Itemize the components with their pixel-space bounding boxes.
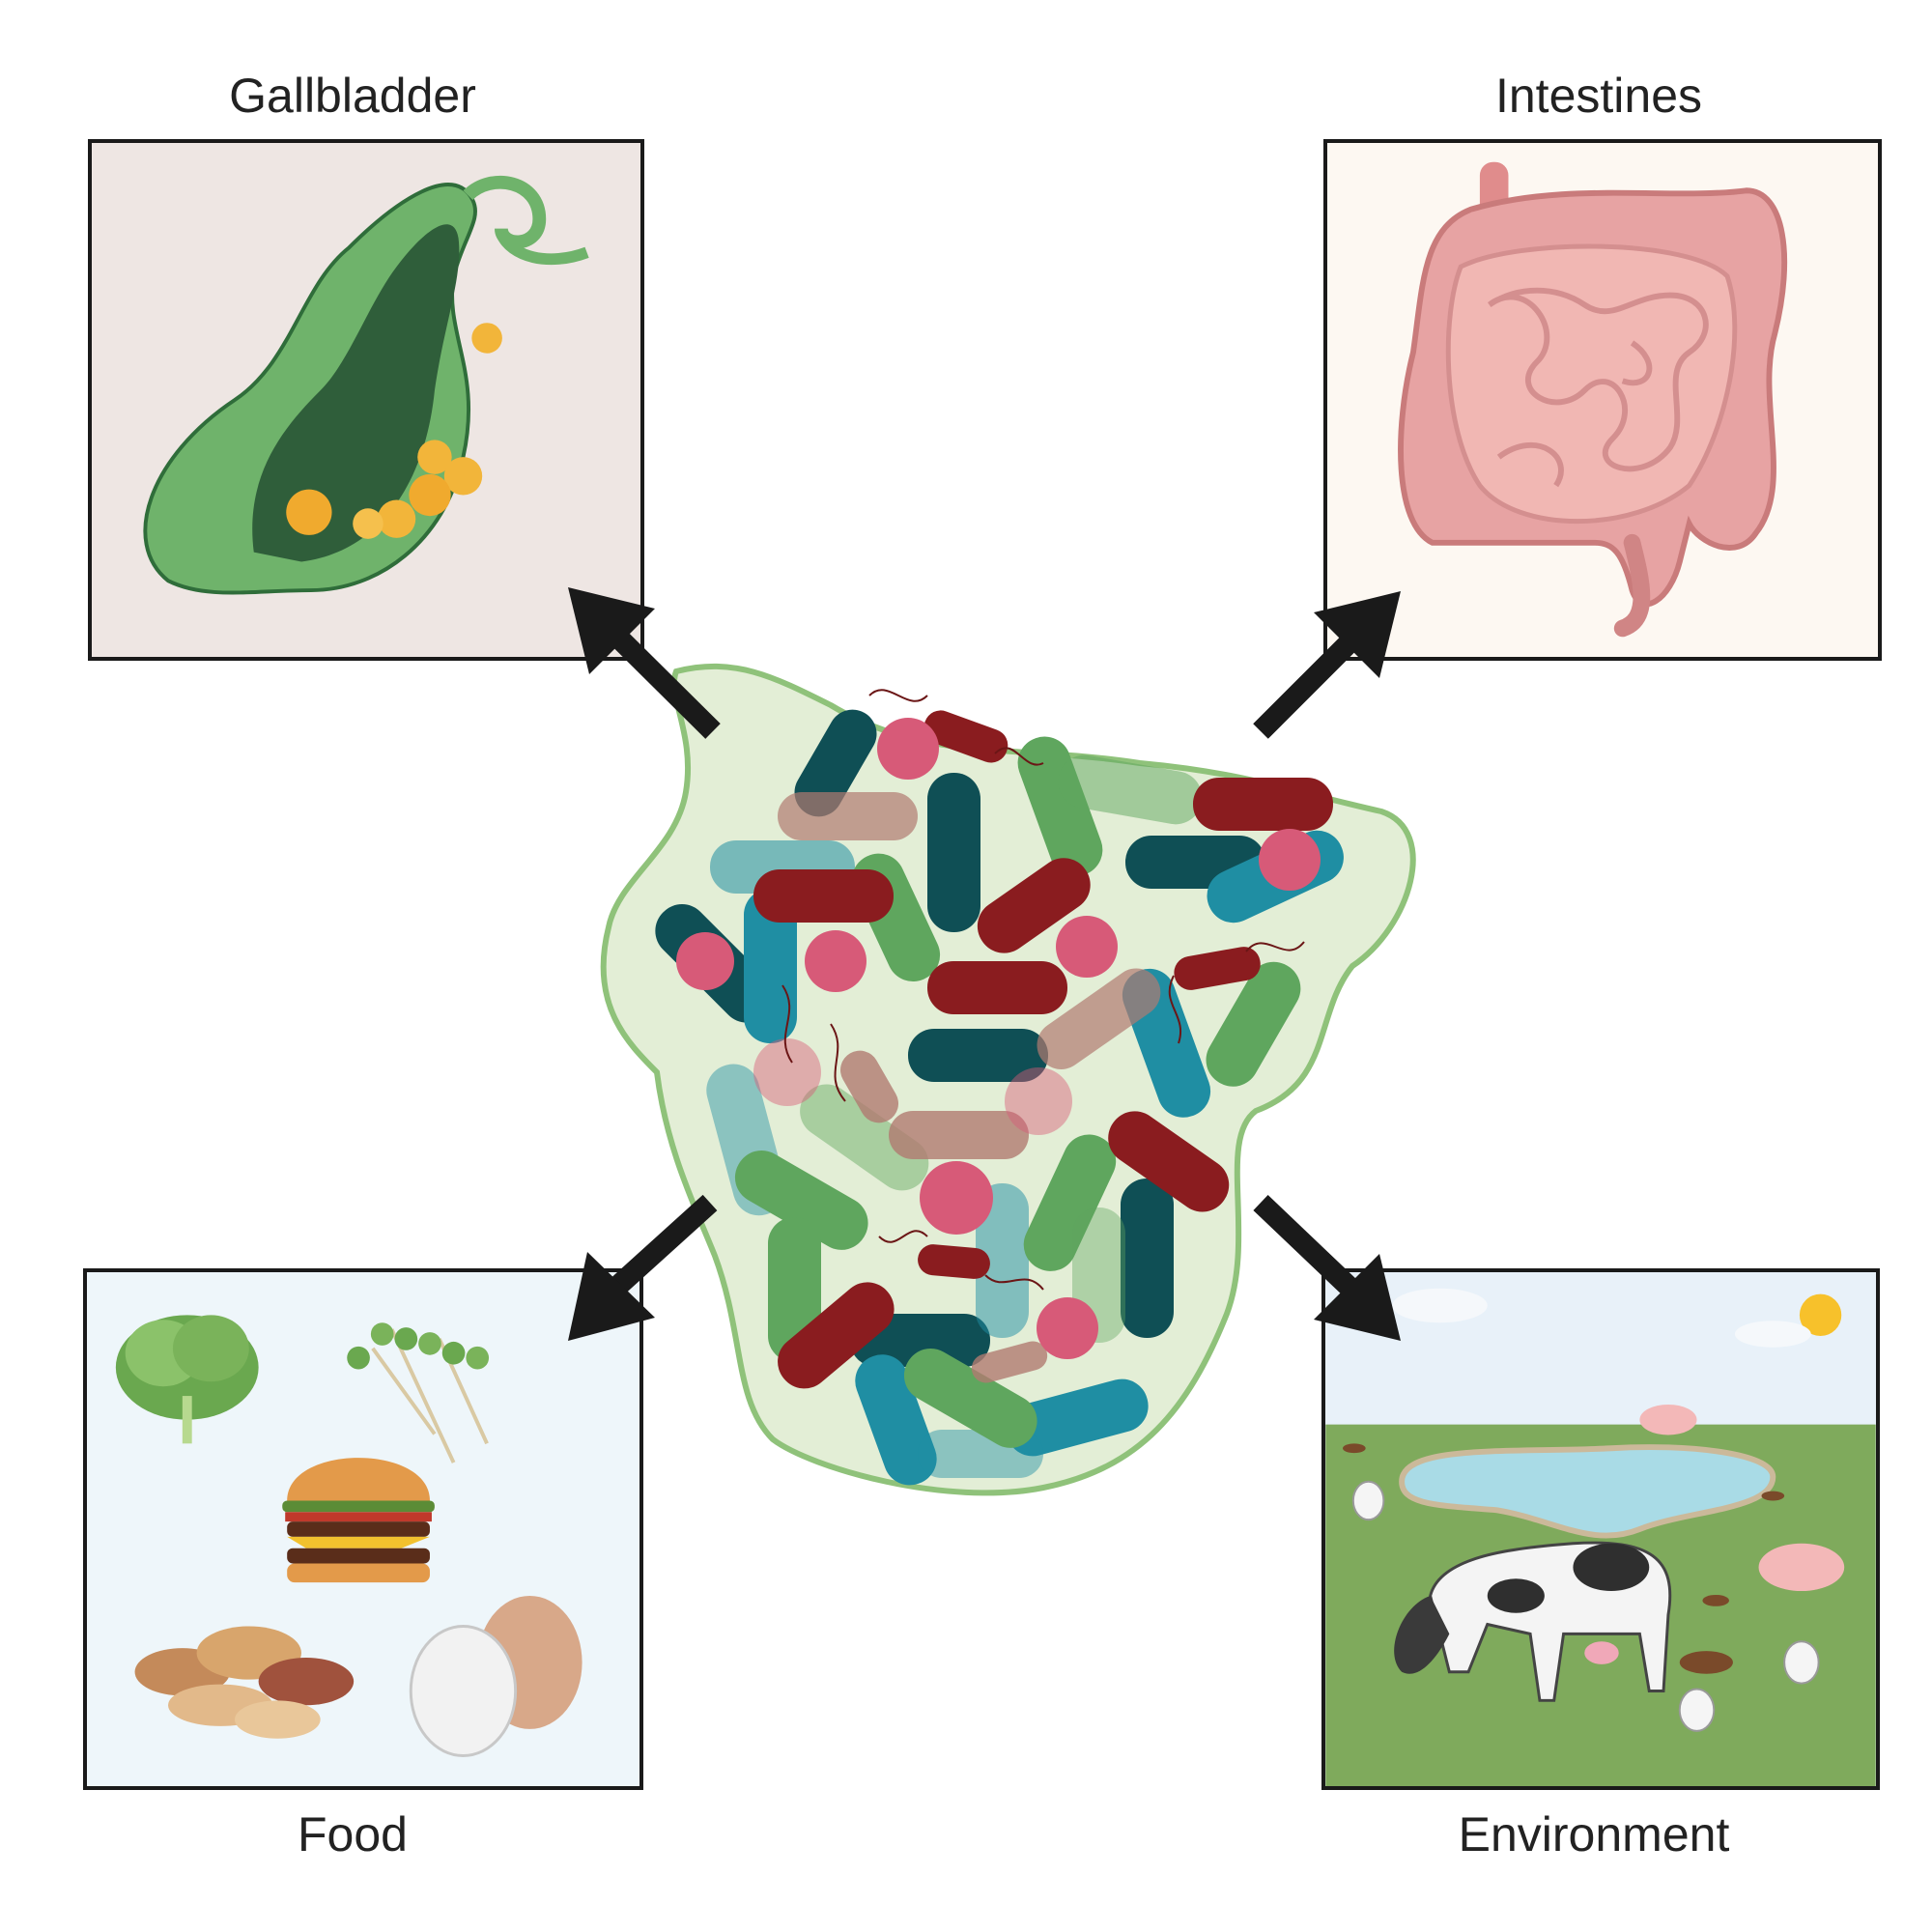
environment-illustration — [1325, 1288, 1876, 1786]
bacterium-rod — [1206, 961, 1301, 1087]
gallstone — [443, 457, 483, 496]
food-illustration — [115, 1315, 582, 1757]
sprouts-icon — [347, 1322, 490, 1463]
bacterium-rod — [734, 1150, 868, 1250]
food-panel — [83, 1268, 643, 1790]
bacterium-rod — [778, 1282, 895, 1389]
bacterium-rod — [1058, 754, 1203, 825]
gallstone — [471, 323, 502, 354]
bacterium-rod — [1017, 736, 1103, 877]
bacterium-rod — [1023, 1134, 1117, 1271]
food-label: Food — [298, 1807, 408, 1861]
bacterium-rod — [908, 1029, 1048, 1082]
gallstone — [286, 489, 332, 535]
bacterium-rod — [1193, 778, 1333, 831]
intestines-illustration — [1398, 161, 1788, 638]
gallstone — [377, 499, 416, 538]
flagella — [781, 689, 1305, 1291]
bacterium-rod — [889, 1111, 1029, 1159]
bacterium-rod — [971, 1341, 1048, 1383]
bacterium-coccus — [1005, 1067, 1072, 1135]
sun-icon — [1799, 1293, 1842, 1337]
gallbladder-label: Gallbladder — [229, 69, 476, 123]
gallbladder-panel — [88, 139, 644, 661]
gallstone — [353, 508, 384, 539]
bacterium-coccus — [676, 932, 734, 990]
bacterium-coccus — [1037, 1297, 1098, 1359]
bacterium-rod — [977, 858, 1091, 953]
bacterium-rod — [1174, 947, 1261, 990]
bacterium-rod — [778, 792, 918, 840]
bacterium-rod — [903, 1349, 1037, 1448]
bacterium-rod — [1037, 968, 1161, 1069]
nuts-icon — [134, 1626, 355, 1739]
gallstone — [409, 473, 451, 517]
bacterium-coccus — [1056, 916, 1118, 978]
bacterium-coccus — [753, 1038, 821, 1106]
bacterium-rod — [927, 773, 980, 932]
bacterium-rod — [976, 1183, 1029, 1338]
intestines-label: Intestines — [1494, 69, 1702, 123]
bacterium-rod — [1121, 1179, 1174, 1338]
bacterium-rod — [794, 709, 877, 817]
manure-icon — [1343, 1443, 1785, 1674]
bacterium-rod — [1006, 1378, 1149, 1457]
chicken-icon — [1351, 1480, 1820, 1732]
cloud-icon — [1392, 1288, 1811, 1348]
environment-label: Environment — [1458, 1807, 1730, 1861]
pig-icon — [1639, 1404, 1845, 1592]
bacterium-rod — [840, 1050, 898, 1123]
bacterium-rod — [927, 961, 1067, 1014]
gallstone — [417, 440, 452, 474]
bacterium-coccus — [877, 718, 939, 780]
bacterium-rod — [923, 710, 1009, 763]
cow-icon — [1394, 1541, 1672, 1702]
bacterium-coccus — [920, 1161, 993, 1235]
pond-icon — [1399, 1444, 1776, 1539]
intestines-panel — [1323, 139, 1882, 661]
arrow-to-intestines — [1253, 591, 1401, 739]
burger-icon — [282, 1458, 435, 1583]
environment-panel — [1321, 1268, 1880, 1790]
lettuce-icon — [115, 1315, 259, 1444]
bacterium-rod — [744, 889, 797, 1043]
bacterium-rod — [753, 869, 894, 923]
arrow-to-gallbladder — [568, 587, 721, 739]
eggs-icon — [409, 1595, 582, 1757]
arrow-to-environment — [1253, 1195, 1401, 1341]
bacterium-rod — [918, 1244, 990, 1279]
bacterium-rod — [855, 1354, 937, 1486]
bacterium-coccus — [1259, 829, 1321, 891]
bacterium-rod — [1108, 1111, 1230, 1212]
arrow-to-food — [568, 1194, 718, 1341]
gallbladder-illustration — [143, 175, 589, 595]
bacterium-rod — [800, 1084, 929, 1191]
bacterium-coccus — [805, 930, 867, 992]
